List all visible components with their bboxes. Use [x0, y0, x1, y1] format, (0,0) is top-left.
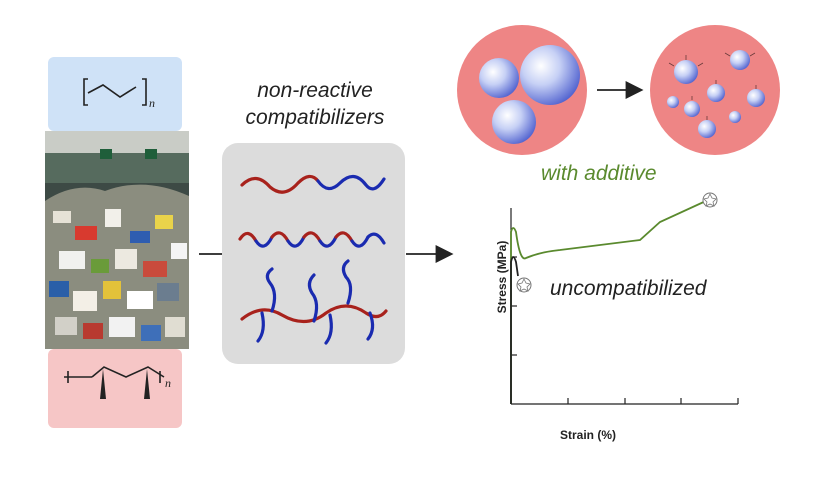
recycling-photo — [45, 131, 189, 349]
break-point-icon — [702, 192, 718, 208]
caption-line-2: compatibilizers — [245, 106, 385, 129]
diblock-chain-blue — [316, 174, 386, 191]
break-point-icon — [516, 277, 532, 293]
x-axis-label: Strain (%) — [560, 428, 617, 442]
polypropylene-box: n — [48, 349, 182, 428]
copolymer-chains — [238, 174, 388, 345]
svg-text:n: n — [165, 376, 171, 390]
with-additive-label: with additive — [541, 162, 657, 185]
polyethylene-box: n — [48, 57, 182, 131]
stress-strain-axes — [510, 208, 739, 405]
compatibilizer-panel — [222, 143, 405, 364]
polyethylene-structure-icon: n — [83, 78, 155, 110]
polypropylene-structure-icon: n — [64, 366, 171, 399]
diblock-chain-red — [240, 174, 320, 194]
y-axis-label: Stress (MPa) — [495, 240, 509, 314]
caption-line-1: non-reactive — [257, 79, 373, 102]
droplet-morphology-before — [457, 25, 587, 155]
with-additive-curve — [510, 199, 709, 404]
uncompatibilized-curve — [510, 256, 519, 404]
droplet-morphology-after — [650, 25, 780, 155]
svg-text:n: n — [149, 96, 155, 110]
uncompatibilized-label: uncompatibilized — [550, 277, 707, 300]
